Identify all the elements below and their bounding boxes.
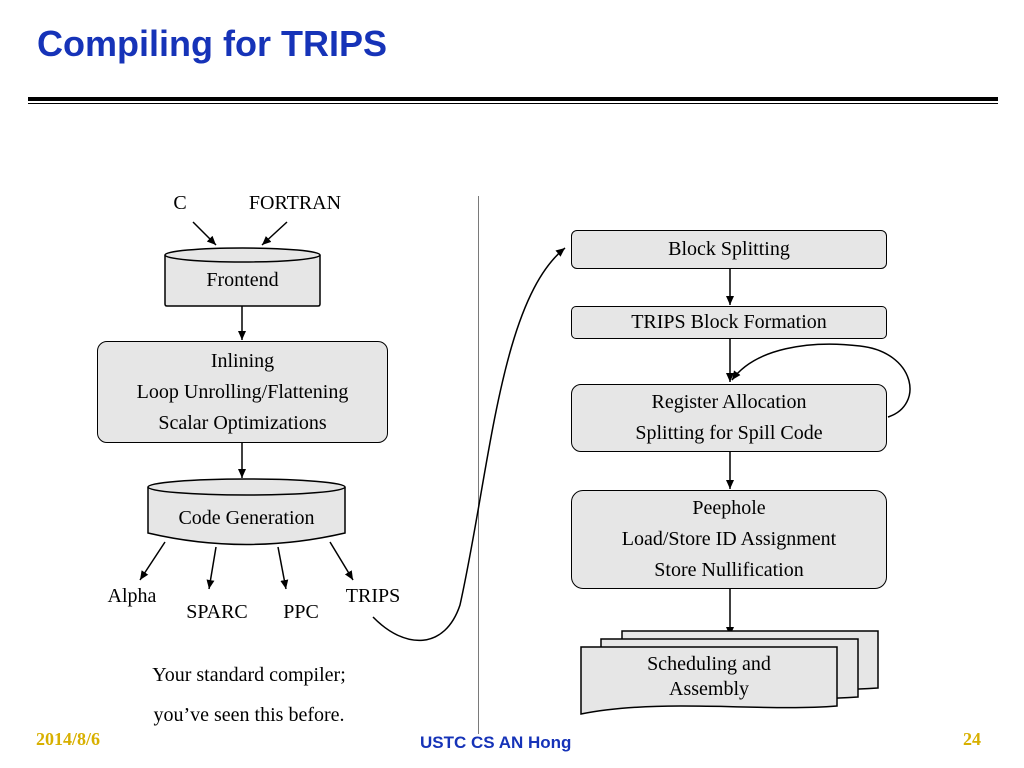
target-label-trips: TRIPS bbox=[345, 585, 401, 607]
block-formation-label: TRIPS Block Formation bbox=[631, 311, 827, 333]
target-label-alpha: Alpha bbox=[107, 585, 157, 607]
arrow-fortran-to-frontend bbox=[261, 221, 288, 246]
arrow-trips-to-block-splitting bbox=[372, 247, 566, 641]
arrow-codegen-to-sparc bbox=[206, 546, 217, 590]
vertical-divider bbox=[478, 196, 479, 734]
page-number: 24 bbox=[963, 729, 981, 749]
arrow-codegen-to-trips bbox=[329, 541, 354, 581]
slide-title: Compiling for TRIPS bbox=[37, 23, 387, 64]
regalloc-line-2: Splitting for Spill Code bbox=[635, 422, 823, 444]
arrow-c-to-frontend bbox=[192, 221, 217, 246]
regalloc-line-1: Register Allocation bbox=[651, 391, 807, 413]
footer-center-text: USTC CS AN Hong bbox=[420, 733, 572, 752]
arrow-codegen-to-alpha bbox=[139, 541, 166, 581]
title-rule-thick bbox=[28, 97, 998, 101]
opt-line-scalar: Scalar Optimizations bbox=[158, 411, 327, 434]
target-label-ppc: PPC bbox=[283, 601, 319, 623]
scheduling-label-line-1: Scheduling and bbox=[647, 653, 771, 675]
block-splitting-label: Block Splitting bbox=[668, 238, 790, 260]
opt-line-loop-unrolling: Loop Unrolling/Flattening bbox=[136, 380, 349, 403]
block-formation-box: TRIPS Block Formation bbox=[571, 306, 887, 339]
scheduling-label-line-2: Assembly bbox=[669, 678, 749, 700]
opt-line-inlining: Inlining bbox=[210, 349, 275, 372]
input-label-fortran: FORTRAN bbox=[248, 192, 342, 214]
block-splitting-box: Block Splitting bbox=[571, 230, 887, 269]
peephole-line-3: Store Nullification bbox=[654, 559, 804, 581]
caption-line-2: you’ve seen this before. bbox=[153, 704, 345, 726]
codegen-cylinder-shape bbox=[147, 478, 346, 546]
loop-arrow-regalloc bbox=[731, 343, 911, 418]
frontend-label: Frontend bbox=[206, 269, 279, 291]
title-rule-thin bbox=[28, 103, 998, 104]
input-label-c: C bbox=[173, 192, 187, 214]
scheduling-stack-shape bbox=[580, 630, 879, 715]
codegen-label: Code Generation bbox=[178, 507, 315, 529]
peephole-line-1: Peephole bbox=[692, 497, 766, 519]
caption-line-1: Your standard compiler; bbox=[152, 664, 346, 686]
peephole-line-2: Load/Store ID Assignment bbox=[621, 528, 837, 550]
optimizations-box: Inlining Loop Unrolling/Flattening Scala… bbox=[97, 341, 388, 443]
target-label-sparc: SPARC bbox=[186, 601, 248, 623]
arrow-codegen-to-ppc bbox=[277, 546, 289, 590]
peephole-box: Peephole Load/Store ID Assignment Store … bbox=[571, 490, 887, 589]
register-allocation-box: Register Allocation Splitting for Spill … bbox=[571, 384, 887, 452]
footer-date: 2014/8/6 bbox=[36, 729, 101, 749]
